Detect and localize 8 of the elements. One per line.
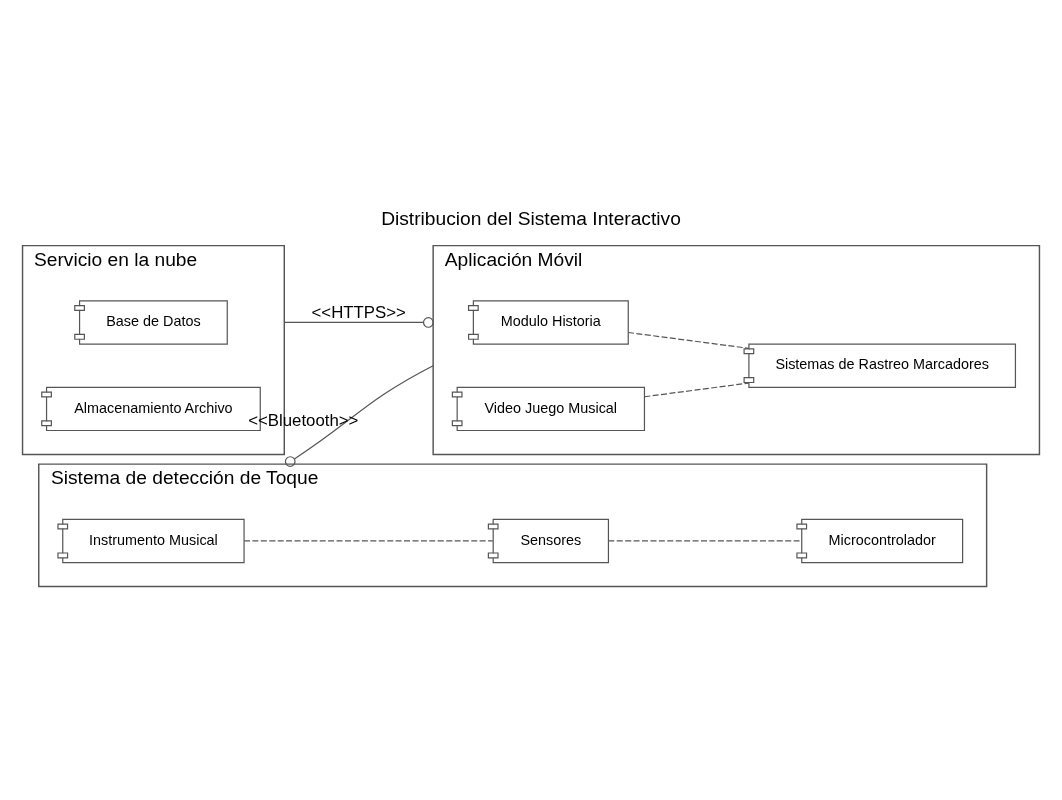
diagram-title: Distribucion del Sistema Interactivo [381,207,681,229]
connector [284,364,434,467]
connector [627,331,750,349]
connector [607,539,803,542]
connector [283,316,434,328]
connector [243,539,494,542]
edge-label: <<HTTPS>> [311,302,406,322]
connector [643,381,750,397]
